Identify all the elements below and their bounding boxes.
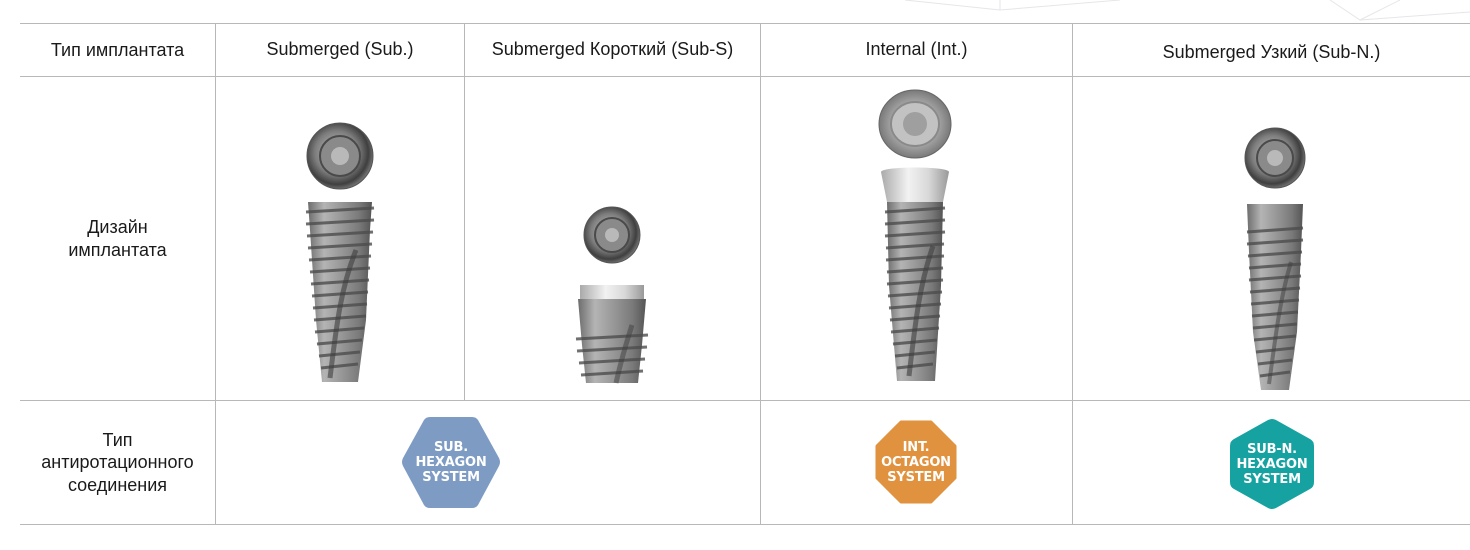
connection-row-label: Тип антиротационного соединения bbox=[20, 401, 215, 524]
badge-text-line: SYSTEM bbox=[887, 469, 945, 485]
column-header-sub-s: Submerged Короткий (Sub-S) bbox=[491, 38, 734, 59]
badge-text-line: SUB-N. bbox=[1247, 441, 1297, 457]
connection-label-line: антиротационного bbox=[41, 452, 194, 473]
implant-image-sub-n bbox=[1235, 122, 1315, 392]
connection-label-line: соединения bbox=[67, 474, 168, 495]
column-header-int: Internal (Int.) bbox=[865, 38, 968, 59]
badge-text-line: SUB. bbox=[434, 440, 468, 455]
badge-text-line: OCTAGON bbox=[881, 454, 951, 470]
implant-comparison-table: Тип имплантата Submerged (Sub.) Submerge… bbox=[20, 0, 1470, 550]
badge-text-line: SYSTEM bbox=[422, 470, 480, 485]
int-octagon-system-badge: INT. OCTAGON SYSTEM bbox=[875, 420, 957, 504]
connection-label-line: Тип bbox=[102, 429, 133, 450]
badge-text-line: INT. bbox=[902, 439, 930, 455]
sub-hexagon-system-badge: SUB. HEXAGON SYSTEM bbox=[400, 416, 502, 509]
implant-image-sub bbox=[300, 120, 380, 390]
badge-text-line: HEXAGON bbox=[415, 455, 487, 470]
badge-text-line: HEXAGON bbox=[1236, 456, 1308, 472]
design-label-line: имплантата bbox=[68, 239, 167, 260]
column-header-sub-n: Submerged Узкий (Sub-N.) bbox=[1162, 41, 1381, 62]
header-row-label: Тип имплантата bbox=[50, 39, 185, 60]
table-top-rule bbox=[20, 23, 1470, 24]
sub-n-hexagon-system-badge: SUB-N. HEXAGON SYSTEM bbox=[1228, 418, 1316, 510]
column-header-sub: Submerged (Sub.) bbox=[266, 38, 414, 59]
hexagon-icon bbox=[402, 417, 500, 508]
implant-image-sub-s bbox=[572, 205, 652, 390]
hexagon-icon bbox=[1230, 419, 1314, 509]
implant-image-int bbox=[875, 86, 955, 391]
design-row-label: Дизайн имплантата bbox=[20, 77, 215, 400]
octagon-icon bbox=[875, 420, 957, 504]
column-divider bbox=[215, 23, 216, 524]
column-divider bbox=[760, 23, 761, 524]
header-divider bbox=[20, 76, 1470, 77]
design-label-line: Дизайн bbox=[87, 217, 148, 237]
column-divider bbox=[1072, 23, 1073, 524]
column-divider bbox=[464, 23, 465, 400]
row-divider bbox=[20, 400, 1470, 401]
badge-text-line: SYSTEM bbox=[1243, 471, 1301, 487]
table-bottom-rule bbox=[20, 524, 1470, 525]
